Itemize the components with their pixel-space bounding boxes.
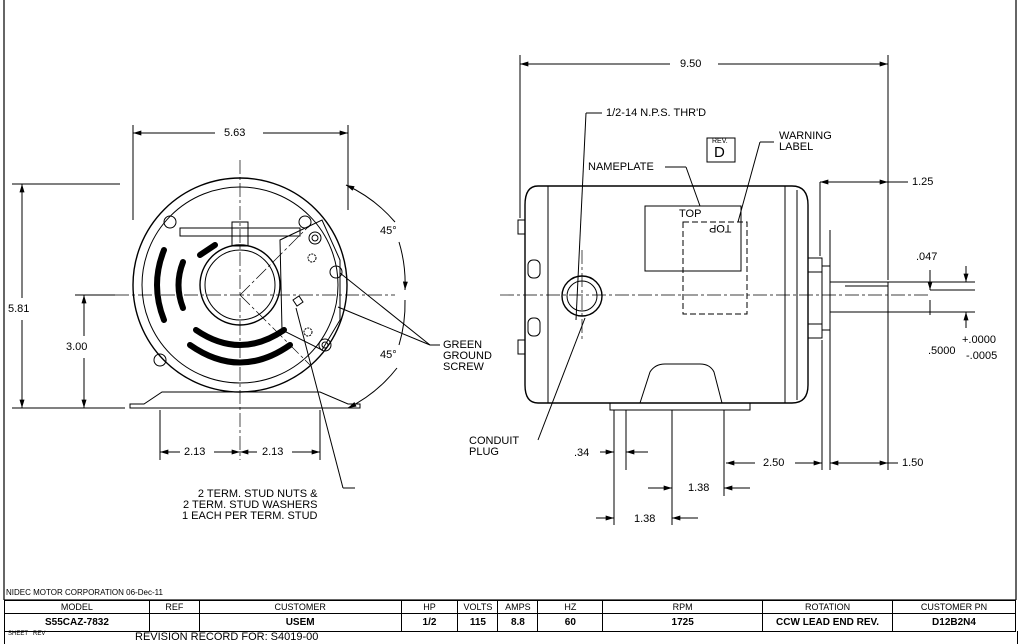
mount-dim-b: 1.38 (634, 513, 656, 525)
ground-screw-line-1: GREEN (443, 339, 483, 351)
flat-depth-dim: .047 (916, 251, 938, 263)
front-view (12, 125, 440, 489)
value-customer: USEM (198, 613, 402, 632)
footer-note: NIDEC MOTOR CORPORATION 06-Dec-11 (6, 588, 163, 597)
center-height-dim: 3.00 (66, 341, 88, 353)
nameplate-top-mirrored: TOP (709, 222, 732, 234)
value-rotation: CCW LEAD END REV. (762, 613, 894, 632)
value-ref (148, 613, 200, 632)
sheet-label: SHEET (8, 631, 29, 637)
overall-length-dim: 9.50 (680, 58, 702, 70)
header-ref: REF (148, 600, 200, 614)
warning-label: WARNING LABEL (779, 131, 832, 153)
revision-record-bar: SHEET REV REVISION RECORD FOR: S4019-00 (4, 631, 1018, 644)
value-amps: 8.8 (497, 613, 539, 632)
value-hz: 60 (537, 613, 604, 632)
header-hp: HP (400, 600, 459, 614)
header-rpm: RPM (602, 600, 764, 614)
nameplate-top-label: TOP (679, 208, 702, 220)
shaft-diameter-dim: .5000 (928, 345, 956, 357)
foot-left-dim: 2.13 (184, 446, 206, 458)
rev-marker-letter: D (714, 144, 725, 161)
value-model: S55CAZ-7832 (4, 613, 150, 632)
header-amps: AMPS (497, 600, 539, 614)
header-hz: HZ (537, 600, 604, 614)
conduit-plug-label: CONDUIT PLUG (469, 436, 519, 458)
header-customer-pn: CUSTOMER PN (892, 600, 1016, 614)
front-height-dim: 5.81 (8, 303, 30, 315)
angle-bottom-label: 45° (380, 349, 397, 361)
header-customer: CUSTOMER (198, 600, 402, 614)
header-rotation: ROTATION (762, 600, 894, 614)
term-note-line-3: 1 EACH PER TERM. STUD (182, 510, 318, 522)
motor-dimension-drawing (3, 0, 1017, 600)
slot-width-dim: .34 (574, 447, 590, 459)
mount-to-shaft-dim: 2.50 (763, 457, 785, 469)
mount-dim-a: 1.38 (688, 482, 710, 494)
term-stud-note: 2 TERM. STUD NUTS & 2 TERM. STUD WASHERS… (182, 489, 318, 522)
term-note-line-1: 2 TERM. STUD NUTS & (197, 488, 318, 500)
rev-label: REV (33, 631, 46, 637)
conduit-line-2: PLUG (469, 446, 499, 458)
spec-header-row: MODEL REF CUSTOMER HP VOLTS AMPS HZ RPM … (4, 600, 1016, 614)
header-model: MODEL (4, 600, 150, 614)
value-rpm: 1725 (602, 613, 764, 632)
value-hp: 1/2 (400, 613, 459, 632)
value-volts: 115 (457, 613, 499, 632)
shaft-tol-plus: +.0000 (962, 334, 996, 346)
spec-table: MODEL REF CUSTOMER HP VOLTS AMPS HZ RPM … (4, 600, 1016, 632)
shaft-length-dim: 1.25 (912, 176, 934, 188)
header-volts: VOLTS (457, 600, 499, 614)
warning-line-1: WARNING (779, 130, 832, 142)
shaft-tol-minus: -.0005 (966, 350, 998, 362)
rev-marker-label: REV. (712, 138, 728, 145)
foot-right-dim: 2.13 (262, 446, 284, 458)
conduit-line-1: CONDUIT (469, 435, 520, 447)
term-note-line-2: 2 TERM. STUD WASHERS (183, 499, 318, 511)
ground-screw-label: GREEN GROUND SCREW (443, 340, 492, 373)
ground-screw-line-3: SCREW (443, 361, 484, 373)
front-width-dim: 5.63 (224, 127, 246, 139)
angle-top-label: 45° (380, 225, 397, 237)
ground-screw-line-2: GROUND (443, 350, 492, 362)
side-view (500, 55, 975, 525)
spec-value-row: S55CAZ-7832 USEM 1/2 115 8.8 60 1725 CCW… (4, 613, 1016, 632)
value-customer-pn: D12B2N4 (892, 613, 1016, 632)
thread-label: 1/2-14 N.P.S. THR'D (606, 107, 707, 119)
shaft-extension-dim: 1.50 (902, 457, 924, 469)
nameplate-label: NAMEPLATE (588, 161, 654, 173)
revision-record-text: REVISION RECORD FOR: S4019-00 (135, 631, 319, 643)
warning-line-2: LABEL (779, 141, 814, 153)
